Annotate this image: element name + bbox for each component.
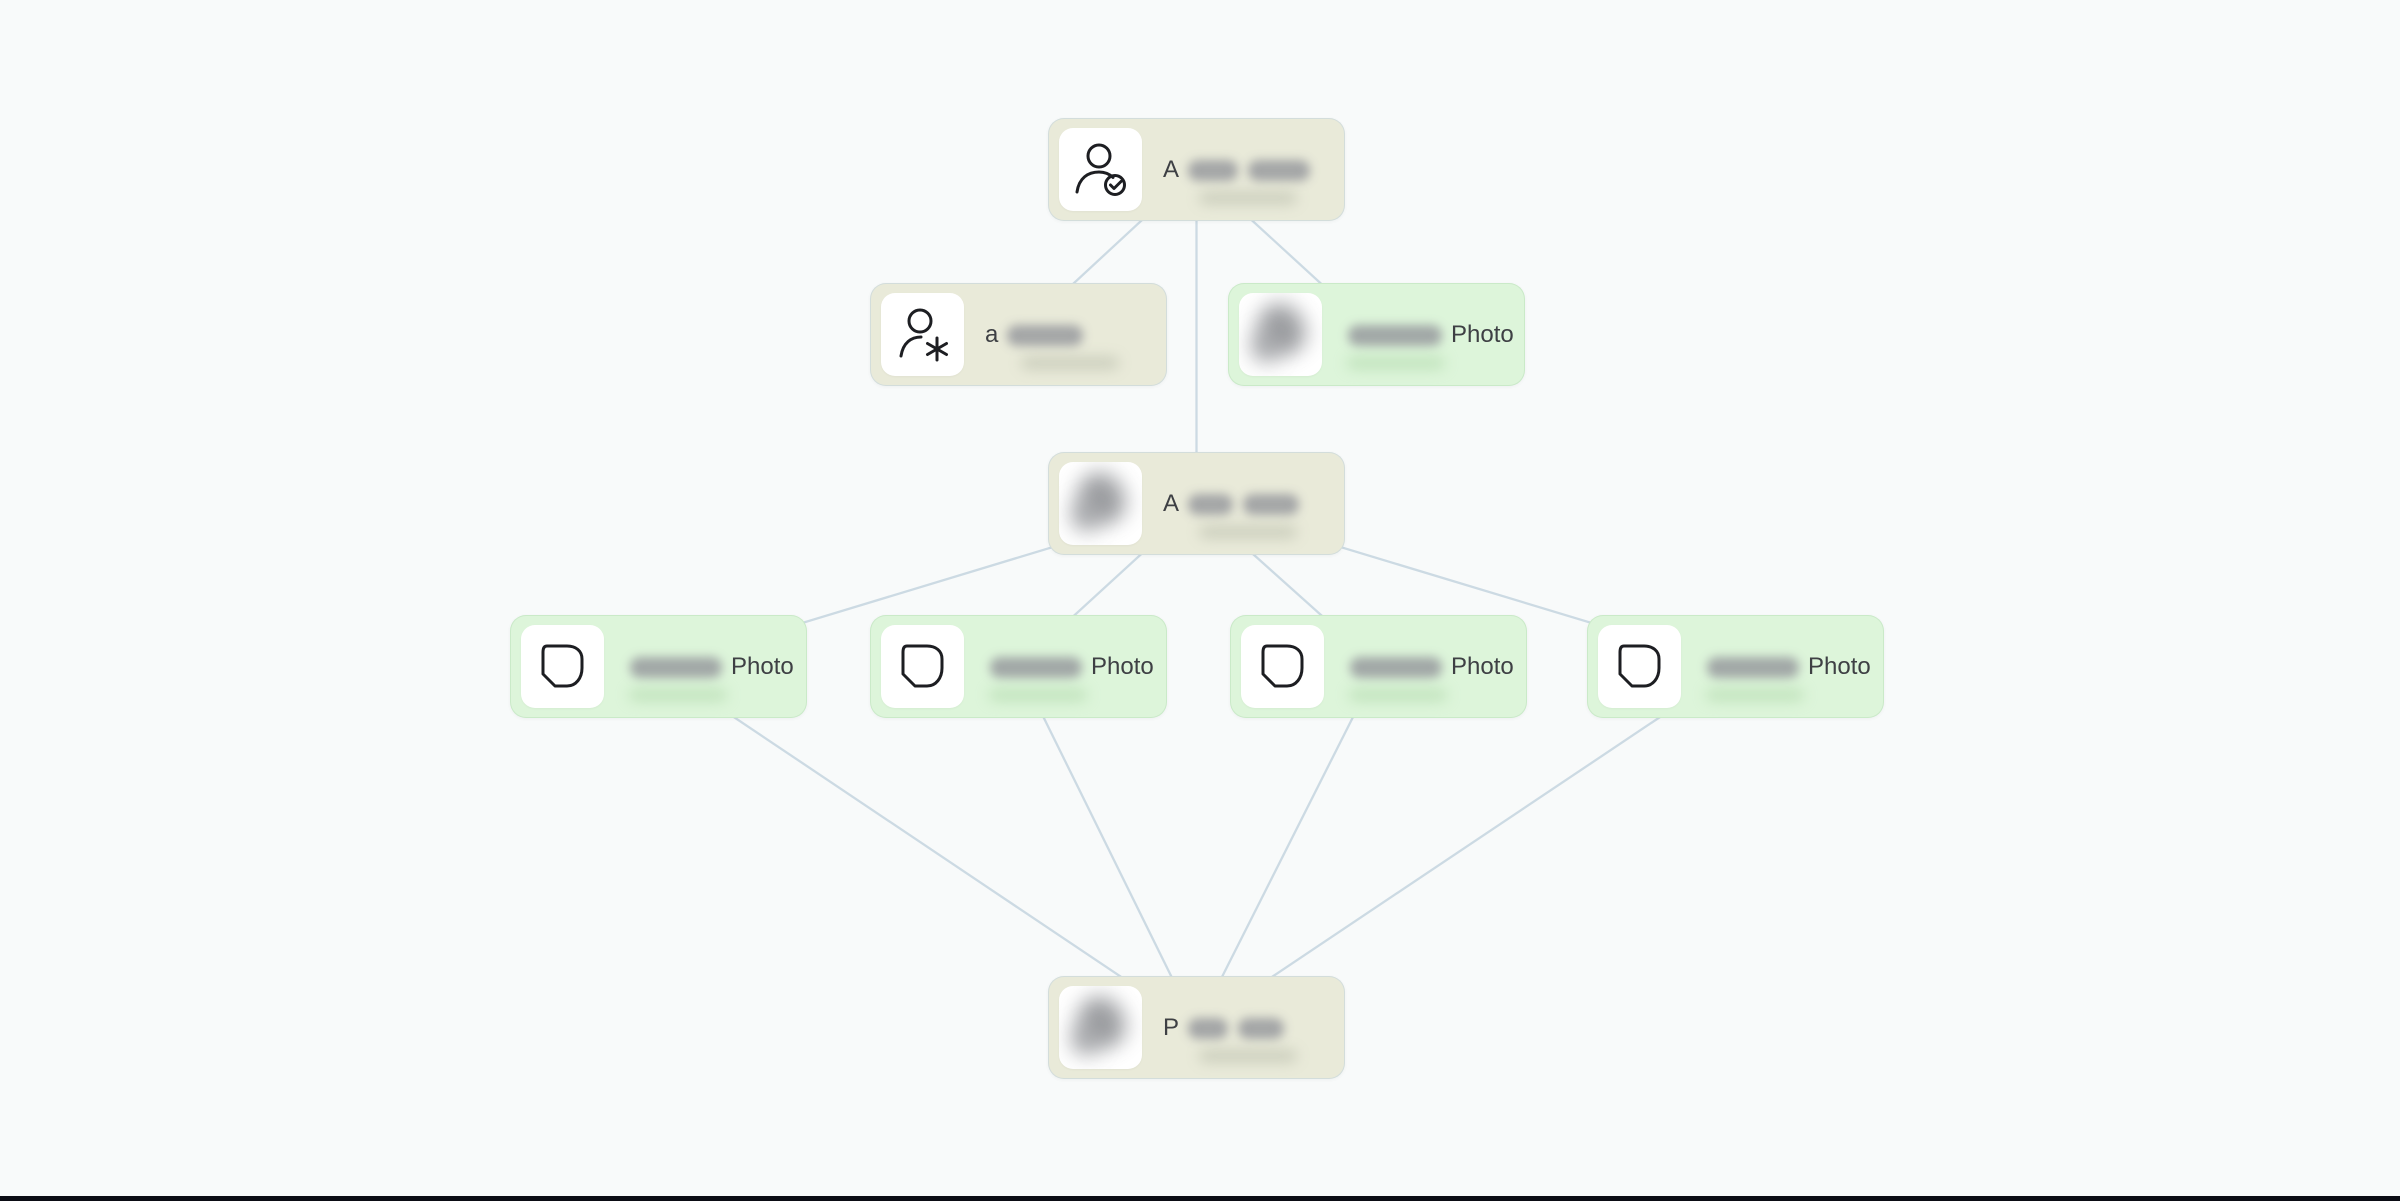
redacted-text bbox=[1707, 657, 1799, 678]
graph-node-photo-1[interactable]: Photo bbox=[510, 615, 807, 718]
graph-node-person-mid[interactable]: A bbox=[1048, 452, 1345, 555]
graph-node-photo-2[interactable]: Photo bbox=[870, 615, 1167, 718]
thumbnail-blur-blob bbox=[1070, 1022, 1101, 1056]
node-label-text: Photo bbox=[1451, 652, 1514, 680]
node-label: Photo bbox=[985, 652, 1154, 701]
bottom-bar bbox=[0, 1196, 2400, 1201]
user-star-icon bbox=[899, 308, 948, 362]
photo-icon bbox=[1618, 644, 1661, 688]
redacted-text bbox=[1348, 325, 1442, 346]
redacted-text bbox=[1243, 494, 1300, 515]
redacted-text bbox=[1238, 1018, 1285, 1039]
photo-icon bbox=[901, 644, 944, 688]
node-icon-tile bbox=[881, 293, 964, 376]
redacted-text bbox=[1350, 657, 1442, 678]
node-label: A bbox=[1163, 489, 1304, 538]
redacted-text bbox=[1188, 494, 1234, 515]
redacted-text bbox=[630, 657, 722, 678]
node-label-text: A bbox=[1163, 155, 1180, 183]
redacted-subtext bbox=[1199, 191, 1297, 204]
graph-node-photo-3[interactable]: Photo bbox=[1230, 615, 1527, 718]
graph-edge-photo-2-person-bottom bbox=[1017, 665, 1198, 1029]
redacted-subtext bbox=[1021, 356, 1119, 369]
redacted-subtext bbox=[1199, 1049, 1297, 1062]
graph-node-person-top[interactable]: A bbox=[1048, 118, 1345, 221]
graph-node-photo-top[interactable]: Photo bbox=[1228, 283, 1525, 386]
node-label: Photo bbox=[1345, 652, 1514, 701]
photo-icon bbox=[1261, 644, 1304, 688]
redacted-subtext bbox=[1706, 688, 1804, 701]
redacted-subtext bbox=[1199, 525, 1297, 538]
graph-node-photo-4[interactable]: Photo bbox=[1587, 615, 1884, 718]
node-icon-tile bbox=[521, 625, 604, 708]
node-label-text: Photo bbox=[1451, 320, 1514, 348]
thumbnail-blur-blob bbox=[1250, 329, 1281, 363]
blurred-thumbnail bbox=[1059, 462, 1142, 545]
redacted-subtext bbox=[989, 688, 1087, 701]
node-icon-tile bbox=[1059, 128, 1142, 211]
redacted-text bbox=[1007, 325, 1084, 346]
graph-node-account[interactable]: a bbox=[870, 283, 1167, 386]
node-label: Photo bbox=[625, 652, 794, 701]
redacted-subtext bbox=[629, 688, 727, 701]
node-icon-tile bbox=[1241, 625, 1324, 708]
node-icon-tile bbox=[1598, 625, 1681, 708]
graph-edge-photo-4-person-bottom bbox=[1195, 665, 1737, 1029]
blurred-thumbnail bbox=[1059, 986, 1142, 1069]
blurred-thumbnail bbox=[1239, 293, 1322, 376]
node-label: a bbox=[985, 320, 1119, 369]
node-label: Photo bbox=[1343, 320, 1514, 369]
node-label: Photo bbox=[1702, 652, 1871, 701]
node-label-text: Photo bbox=[731, 652, 794, 680]
node-label: P bbox=[1163, 1013, 1297, 1062]
graph-edge-photo-1-person-bottom bbox=[657, 665, 1198, 1029]
graph-node-person-bottom[interactable]: P bbox=[1048, 976, 1345, 1079]
redacted-subtext bbox=[1347, 356, 1445, 369]
node-label-text: A bbox=[1163, 489, 1180, 517]
redacted-text bbox=[990, 657, 1082, 678]
user-check-icon bbox=[1075, 143, 1126, 196]
redacted-text bbox=[1188, 1018, 1229, 1039]
node-label-text: P bbox=[1163, 1013, 1180, 1041]
node-label-text: Photo bbox=[1091, 652, 1154, 680]
redacted-text bbox=[1248, 160, 1311, 181]
node-icon-tile bbox=[881, 625, 964, 708]
photo-icon bbox=[541, 644, 584, 688]
graph-edge-photo-3-person-bottom bbox=[1195, 665, 1380, 1029]
node-label-text: a bbox=[985, 320, 999, 348]
redacted-text bbox=[1188, 160, 1239, 181]
thumbnail-blur-blob bbox=[1070, 498, 1101, 532]
node-label-text: Photo bbox=[1808, 652, 1871, 680]
redacted-subtext bbox=[1349, 688, 1447, 701]
node-label: A bbox=[1163, 155, 1315, 204]
